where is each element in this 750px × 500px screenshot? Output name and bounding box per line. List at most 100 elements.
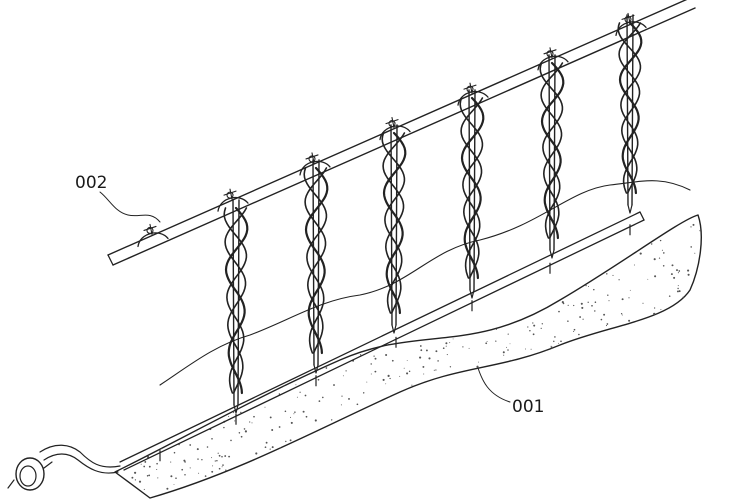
soil-speck xyxy=(419,345,422,347)
soil-speck xyxy=(272,332,274,335)
soil-speck xyxy=(501,273,503,275)
soil-speck xyxy=(275,210,277,212)
soil-speck xyxy=(414,448,416,450)
soil-speck xyxy=(120,221,122,223)
soil-speck xyxy=(449,261,451,263)
soil-speck xyxy=(558,395,560,398)
soil-speck xyxy=(298,216,300,219)
soil-speck xyxy=(475,249,478,252)
soil-speck xyxy=(137,399,139,401)
soil-speck xyxy=(115,215,116,216)
soil-speck xyxy=(214,401,216,403)
soil-speck xyxy=(394,416,396,419)
soil-speck xyxy=(563,404,565,406)
soil-speck xyxy=(545,389,548,392)
soil-speck xyxy=(461,446,464,449)
soil-speck xyxy=(132,256,135,259)
soil-speck xyxy=(527,205,529,207)
soil-speck xyxy=(403,367,405,369)
soil-speck xyxy=(118,437,121,440)
soil-speck xyxy=(206,446,209,448)
soil-speck xyxy=(428,480,429,481)
soil-speck xyxy=(426,279,429,281)
soil-speck xyxy=(134,471,137,474)
soil-speck xyxy=(373,221,376,224)
rail-clip xyxy=(615,12,647,37)
soil-speck xyxy=(438,414,441,417)
soil-speck xyxy=(495,340,497,342)
soil-speck xyxy=(578,490,580,492)
soil-speck xyxy=(211,457,213,459)
soil-speck xyxy=(604,385,607,388)
soil-speck xyxy=(514,307,517,309)
soil-speck xyxy=(475,480,478,483)
soil-speck xyxy=(324,486,327,488)
soil-speck xyxy=(144,406,147,409)
pipe-connector-icon xyxy=(7,457,53,491)
soil-speck xyxy=(201,243,203,246)
soil-speck xyxy=(255,481,257,483)
soil-speck xyxy=(629,236,631,239)
soil-speck xyxy=(111,325,112,326)
soil-speck xyxy=(437,305,440,307)
soil-speck xyxy=(195,272,197,274)
soil-speck xyxy=(586,430,589,433)
soil-speck xyxy=(158,208,160,210)
soil-speck xyxy=(510,482,512,484)
soil-speck xyxy=(603,313,606,316)
soil-speck xyxy=(444,325,448,328)
soil-speck xyxy=(141,342,144,345)
soil-speck xyxy=(639,362,641,364)
soil-speck xyxy=(143,465,146,468)
soil-speck xyxy=(402,242,405,245)
soil-speck xyxy=(183,222,187,225)
soil-speck xyxy=(515,478,517,480)
soil-speck xyxy=(635,362,638,365)
soil-speck xyxy=(541,323,543,325)
soil-speck xyxy=(652,209,654,211)
soil-speck xyxy=(190,302,192,304)
soil-speck xyxy=(314,419,317,422)
soil-speck xyxy=(464,382,467,385)
soil-speck xyxy=(496,329,498,330)
soil-speck xyxy=(293,413,295,415)
soil-speck xyxy=(581,473,584,476)
soil-speck xyxy=(443,433,446,435)
soil-speck xyxy=(152,265,154,268)
soil-speck xyxy=(600,429,602,431)
soil-speck xyxy=(686,382,688,384)
soil-speck xyxy=(443,238,446,240)
soil-speck xyxy=(259,469,261,471)
soil-speck xyxy=(226,497,228,498)
soil-speck xyxy=(653,312,656,315)
soil-speck xyxy=(588,362,591,365)
soil-speck xyxy=(592,353,595,355)
soil-speck xyxy=(233,412,235,414)
soil-speck xyxy=(555,278,557,280)
soil-speck xyxy=(140,463,142,465)
soil-speck xyxy=(122,392,125,395)
soil-speck xyxy=(435,402,437,404)
soil-speck xyxy=(205,340,208,342)
soil-speck xyxy=(656,475,659,478)
soil-speck xyxy=(564,373,567,376)
soil-speck xyxy=(174,260,177,263)
soil-speck xyxy=(240,435,243,438)
soil-speck xyxy=(253,415,255,418)
soil-speck xyxy=(166,258,168,260)
soil-speck xyxy=(189,203,191,205)
soil-speck xyxy=(521,437,524,440)
soil-speck xyxy=(411,457,414,460)
soil-speck xyxy=(584,388,587,390)
soil-speck xyxy=(579,456,582,459)
soil-speck xyxy=(329,354,332,357)
soil-speck xyxy=(512,283,514,285)
soil-speck xyxy=(154,302,156,305)
soil-speck xyxy=(482,275,485,278)
soil-speck xyxy=(268,280,271,283)
soil-speck xyxy=(358,417,361,419)
soil-speck xyxy=(690,477,692,480)
soil-speck xyxy=(492,411,495,413)
soil-speck xyxy=(145,401,148,404)
soil-speck xyxy=(379,226,381,228)
